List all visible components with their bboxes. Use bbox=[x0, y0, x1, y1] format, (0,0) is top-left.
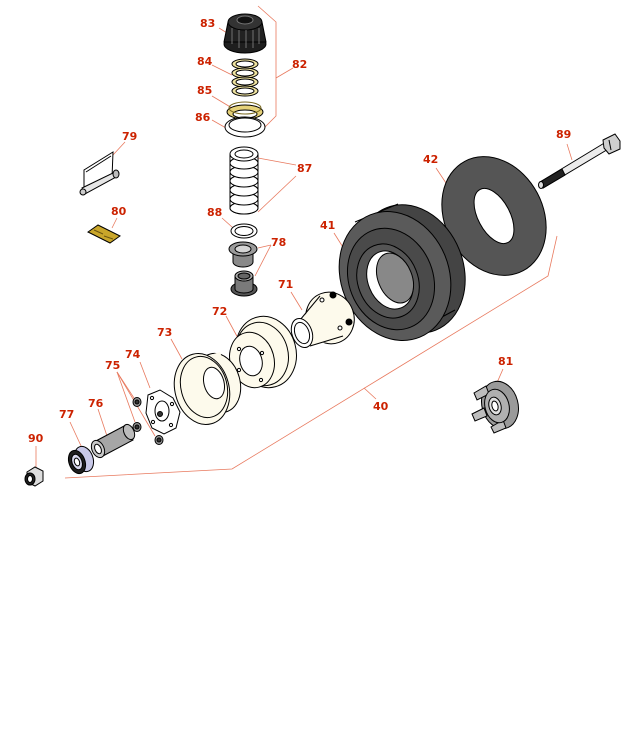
part-85-spring bbox=[226, 101, 264, 120]
callout-76: 76 bbox=[88, 397, 104, 410]
callout-41: 41 bbox=[320, 219, 335, 232]
part-79-lynch-pin bbox=[79, 151, 120, 196]
callout-78: 78 bbox=[271, 236, 286, 249]
part-72-rim-half bbox=[229, 315, 297, 389]
part-81-drive-hub bbox=[471, 380, 519, 434]
callout-84: 84 bbox=[197, 55, 213, 68]
part-89-axle-bolt bbox=[538, 133, 621, 189]
callout-81: 81 bbox=[498, 355, 513, 368]
part-71-hub bbox=[290, 291, 355, 349]
callout-89: 89 bbox=[556, 128, 571, 141]
part-42-tire bbox=[441, 156, 547, 276]
part-41-wheel bbox=[338, 203, 466, 341]
callout-83: 83 bbox=[200, 17, 215, 30]
callout-42: 42 bbox=[423, 153, 438, 166]
callout-40: 40 bbox=[373, 400, 389, 413]
callout-labels: 83 82 84 85 86 79 89 42 87 80 88 41 78 7… bbox=[28, 17, 571, 445]
part-90-lock-nut bbox=[24, 466, 44, 487]
callout-71: 71 bbox=[278, 278, 293, 291]
part-76-spacer bbox=[90, 423, 136, 459]
part-87-disc-spring-stack bbox=[229, 146, 259, 215]
callout-82: 82 bbox=[292, 58, 307, 71]
part-86-washer bbox=[224, 116, 266, 138]
callout-72: 72 bbox=[212, 305, 227, 318]
callout-80: 80 bbox=[111, 205, 127, 218]
part-78-bushing-upper bbox=[228, 241, 258, 268]
part-84-spring bbox=[231, 58, 259, 97]
part-77-bearing bbox=[67, 445, 95, 475]
callout-88: 88 bbox=[207, 206, 222, 219]
callout-79: 79 bbox=[122, 130, 137, 143]
part-83-cap bbox=[223, 13, 267, 54]
callout-74: 74 bbox=[125, 348, 141, 361]
callout-73: 73 bbox=[157, 326, 172, 339]
part-78-bushing-lower bbox=[230, 270, 258, 297]
callout-90: 90 bbox=[28, 432, 44, 445]
callout-87: 87 bbox=[297, 162, 312, 175]
callout-86: 86 bbox=[195, 111, 211, 124]
part-88-ring bbox=[230, 223, 258, 239]
callout-75: 75 bbox=[105, 359, 120, 372]
callout-85: 85 bbox=[197, 84, 212, 97]
part-75-nut-c bbox=[154, 435, 164, 445]
part-73-rim-half bbox=[173, 352, 242, 425]
part-75-nut-b bbox=[132, 422, 142, 432]
part-75-nut-a bbox=[132, 397, 142, 407]
part-80-clip bbox=[87, 224, 121, 244]
part-74-flange bbox=[145, 389, 181, 435]
callout-77: 77 bbox=[59, 408, 74, 421]
